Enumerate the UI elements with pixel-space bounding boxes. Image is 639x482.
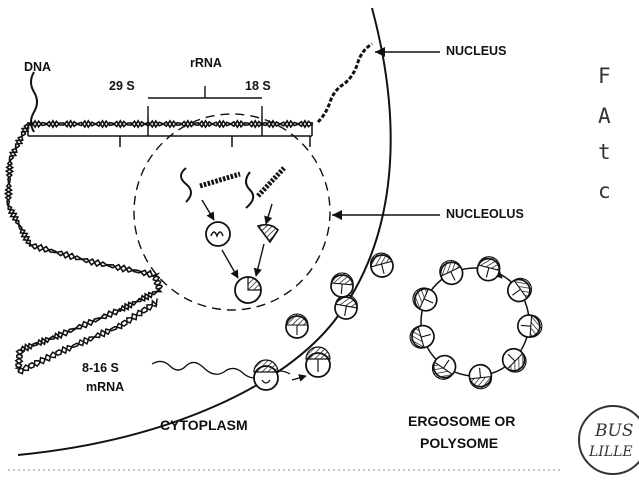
polysome-ribosome (498, 344, 531, 377)
assembled-ribosome (235, 277, 261, 303)
side-text-1: F (598, 64, 611, 88)
free-ribosomes (286, 251, 395, 338)
translating-ribosome-2 (306, 347, 330, 377)
nuclear-membrane (18, 8, 391, 455)
cytoplasm-label: CYTOPLASM (160, 417, 248, 433)
nucleolus-label: NUCLEOLUS (446, 207, 524, 221)
library-stamp: BUS LILLE (573, 400, 639, 480)
side-text-3: t (598, 140, 611, 164)
small-subunit (258, 225, 278, 242)
dna-helix-top-right (318, 44, 372, 122)
precursor-strand-left (181, 168, 191, 202)
precursor-strand-right (246, 172, 253, 208)
mrna-arrow (292, 376, 306, 380)
dna-helix-main (5, 121, 312, 374)
translating-ribosome-1 (254, 360, 278, 390)
arrow-to-small-subunit (266, 204, 272, 224)
dna-strand-loop (5, 124, 161, 372)
nucleus-label: NUCLEUS (446, 44, 506, 58)
nucleolus-pointer-head (332, 210, 342, 220)
polysome-ribosome (475, 254, 502, 283)
polysome-ribosome (408, 323, 437, 351)
mrna-size-label: 8-16 S (82, 361, 119, 375)
arrow-to-large-subunit (202, 200, 214, 220)
dna-label: DNA (24, 60, 51, 74)
dna-strand-loop (6, 124, 162, 369)
rna-coil-right (258, 168, 284, 196)
free-ribosome (286, 314, 308, 338)
rna-coil-left (200, 174, 240, 186)
polysome-ribosome (436, 257, 466, 288)
ergosome-label: ERGOSOME OR (408, 413, 515, 429)
polysome-ribosomes (408, 254, 543, 389)
rrna-18s-label: 18 S (245, 79, 271, 93)
stamp-text-2: LILLE (588, 444, 633, 460)
polysome-ribosome (468, 364, 492, 390)
nucleus-pointer-head (375, 47, 385, 57)
free-ribosome (330, 272, 354, 298)
polysome-ribosome (409, 284, 440, 314)
polysome-label: POLYSOME (420, 435, 498, 451)
arrow-assembly-right (256, 244, 264, 276)
side-text-2: A (598, 104, 611, 128)
polysome-ribosome (517, 314, 543, 338)
side-text-4: c (598, 179, 611, 203)
arrow-assembly-left (222, 250, 238, 278)
rrna-29s-label: 29 S (109, 79, 135, 93)
stamp-text-1: BUS (594, 421, 633, 441)
mrna-label: mRNA (86, 380, 124, 394)
rrna-label: rRNA (190, 56, 222, 70)
